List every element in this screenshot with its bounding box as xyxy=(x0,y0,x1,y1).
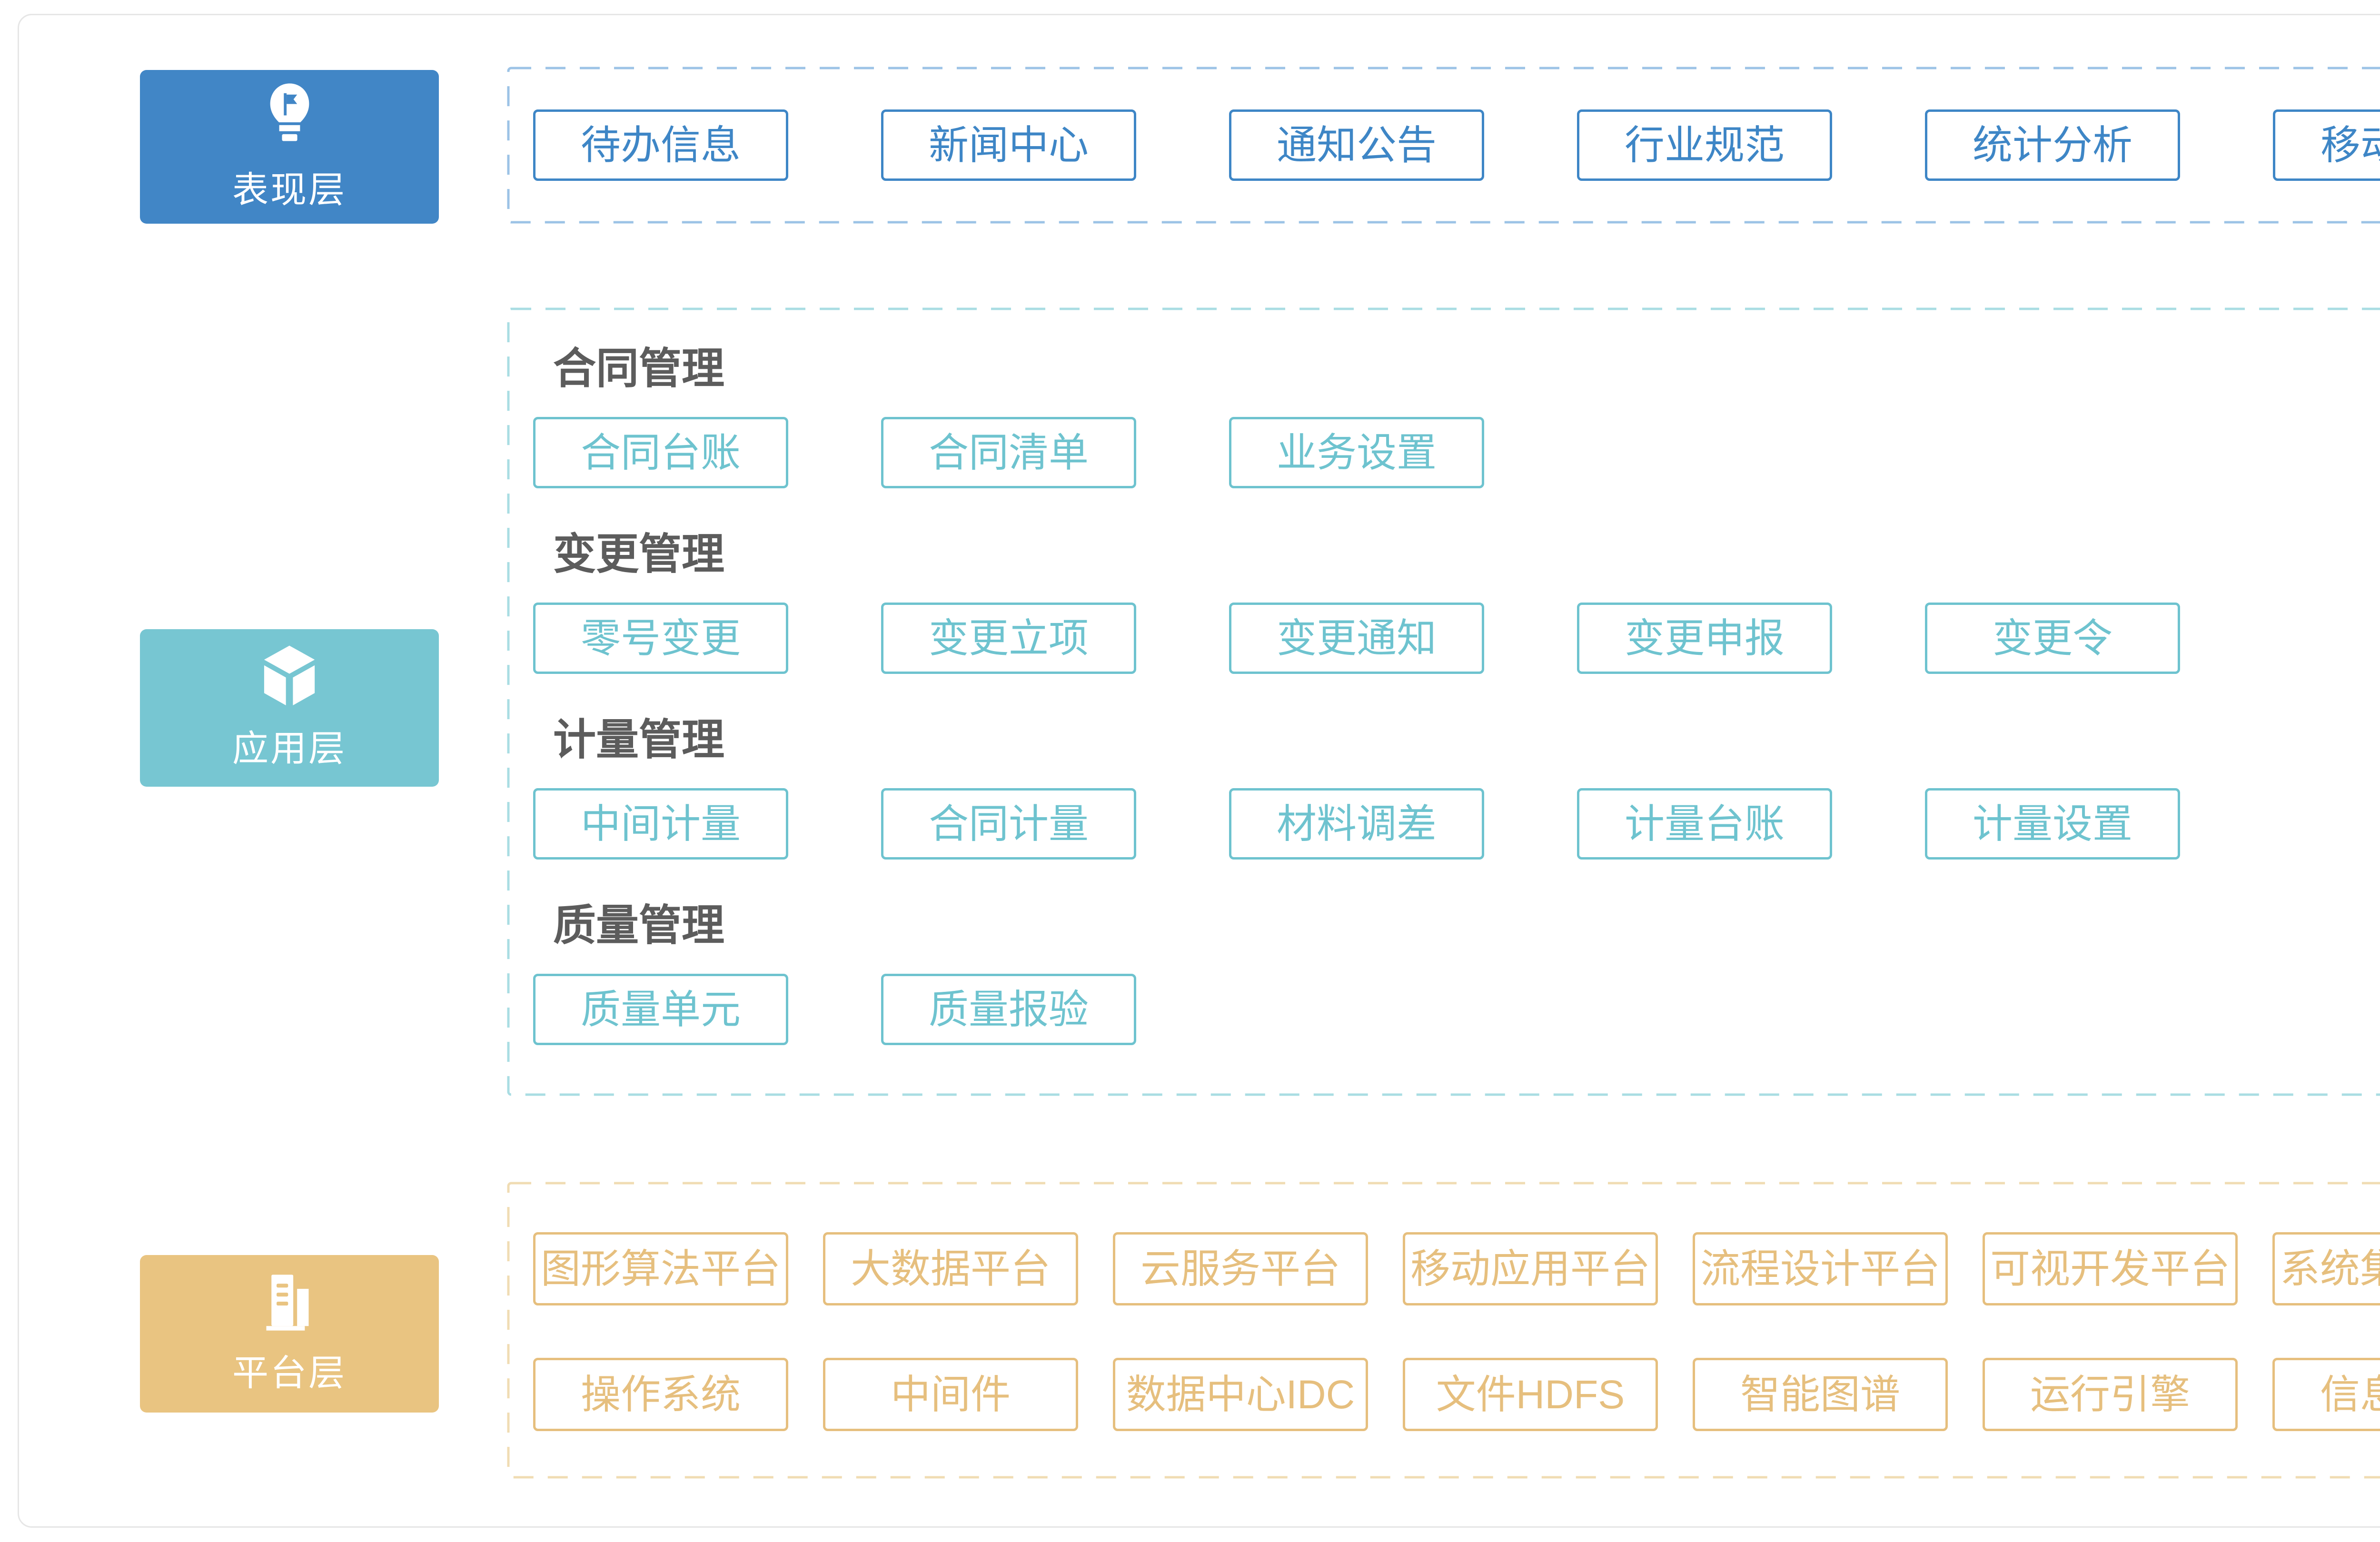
presentation-container: 待办信息 新闻中心 通知公告 行业规范 统计分析 移动应用 xyxy=(507,67,2380,224)
chip-mobile-app[interactable]: 移动应用 xyxy=(2273,109,2380,181)
contract-management-row: 合同台账 合同清单 业务设置 xyxy=(533,417,2380,488)
layer-label-presentation: 表现层 xyxy=(232,169,347,210)
platform-row-2: 操作系统 中间件 数据中心IDC 文件HDFS 智能图谱 运行引擎 信息安全 xyxy=(533,1358,2380,1431)
group-title-change-management: 变更管理 xyxy=(553,531,724,578)
chip-business-settings[interactable]: 业务设置 xyxy=(1229,417,1484,488)
chip-process-design-platform[interactable]: 流程设计平台 xyxy=(1693,1232,1948,1305)
chip-information-security[interactable]: 信息安全 xyxy=(2272,1358,2380,1431)
chip-measurement-settings[interactable]: 计量设置 xyxy=(1925,788,2180,860)
chip-todo-info[interactable]: 待办信息 xyxy=(533,109,788,181)
layer-box-platform: 平台层 xyxy=(140,1255,439,1413)
quality-management-row: 质量单元 质量报验 xyxy=(533,974,2380,1045)
chip-change-notice[interactable]: 变更通知 xyxy=(1229,603,1484,674)
chip-contract-list[interactable]: 合同清单 xyxy=(881,417,1136,488)
chip-visual-dev-platform[interactable]: 可视开发平台 xyxy=(1983,1232,2238,1305)
chip-quality-inspection[interactable]: 质量报验 xyxy=(881,974,1136,1045)
chip-mobile-app-platform[interactable]: 移动应用平台 xyxy=(1403,1232,1658,1305)
group-title-measurement-management: 计量管理 xyxy=(553,716,724,764)
chip-file-hdfs[interactable]: 文件HDFS xyxy=(1403,1358,1658,1431)
platform-dashed-border xyxy=(507,1182,2380,1479)
chip-operating-system[interactable]: 操作系统 xyxy=(533,1358,788,1431)
chip-system-integration-platform[interactable]: 系统集成平台 xyxy=(2272,1232,2380,1305)
platform-row-1: 图形算法平台 大数据平台 云服务平台 移动应用平台 流程设计平台 可视开发平台 … xyxy=(533,1232,2380,1305)
measurement-management-row: 中间计量 合同计量 材料调差 计量台账 计量设置 xyxy=(533,788,2380,860)
chip-interim-measurement[interactable]: 中间计量 xyxy=(533,788,788,860)
building-icon xyxy=(260,1272,319,1331)
chip-zero-change[interactable]: 零号变更 xyxy=(533,603,788,674)
change-management-row: 零号变更 变更立项 变更通知 变更申报 变更令 xyxy=(533,603,2380,674)
chip-news-center[interactable]: 新闻中心 xyxy=(881,109,1136,181)
chip-runtime-engine[interactable]: 运行引擎 xyxy=(1983,1358,2238,1431)
chip-notice-announcement[interactable]: 通知公告 xyxy=(1229,109,1484,181)
chip-smart-graph[interactable]: 智能图谱 xyxy=(1693,1358,1948,1431)
chip-middleware[interactable]: 中间件 xyxy=(823,1358,1078,1431)
layer-box-application: 应用层 xyxy=(140,629,439,787)
chip-data-center-idc[interactable]: 数据中心IDC xyxy=(1113,1358,1368,1431)
chip-contract-measurement[interactable]: 合同计量 xyxy=(881,788,1136,860)
platform-container: 图形算法平台 大数据平台 云服务平台 移动应用平台 流程设计平台 可视开发平台 … xyxy=(507,1182,2380,1479)
application-container: 合同管理 合同台账 合同清单 业务设置 变更管理 零号变更 变更立项 变更通知 … xyxy=(507,307,2380,1096)
chip-statistical-analysis[interactable]: 统计分析 xyxy=(1925,109,2180,181)
chip-change-declaration[interactable]: 变更申报 xyxy=(1577,603,1832,674)
chip-change-order[interactable]: 变更令 xyxy=(1925,603,2180,674)
layer-box-presentation: 表现层 xyxy=(140,70,439,224)
group-title-quality-management: 质量管理 xyxy=(553,902,724,949)
group-title-contract-management: 合同管理 xyxy=(553,345,724,393)
chip-change-initiation[interactable]: 变更立项 xyxy=(881,603,1136,674)
chip-quality-unit[interactable]: 质量单元 xyxy=(533,974,788,1045)
layer-label-application: 应用层 xyxy=(232,728,347,769)
chip-measurement-ledger[interactable]: 计量台账 xyxy=(1577,788,1832,860)
chip-cloud-service-platform[interactable]: 云服务平台 xyxy=(1113,1232,1368,1305)
presentation-button-row: 待办信息 新闻中心 通知公告 行业规范 统计分析 移动应用 xyxy=(533,109,2380,181)
lightbulb-icon xyxy=(265,81,315,148)
chip-contract-ledger[interactable]: 合同台账 xyxy=(533,417,788,488)
layer-label-platform: 平台层 xyxy=(232,1353,347,1394)
chip-graphic-algorithm-platform[interactable]: 图形算法平台 xyxy=(533,1232,788,1305)
chip-material-adjustment[interactable]: 材料调差 xyxy=(1229,788,1484,860)
chip-industry-standard[interactable]: 行业规范 xyxy=(1577,109,1832,181)
cube-icon xyxy=(261,645,317,707)
chip-big-data-platform[interactable]: 大数据平台 xyxy=(823,1232,1078,1305)
